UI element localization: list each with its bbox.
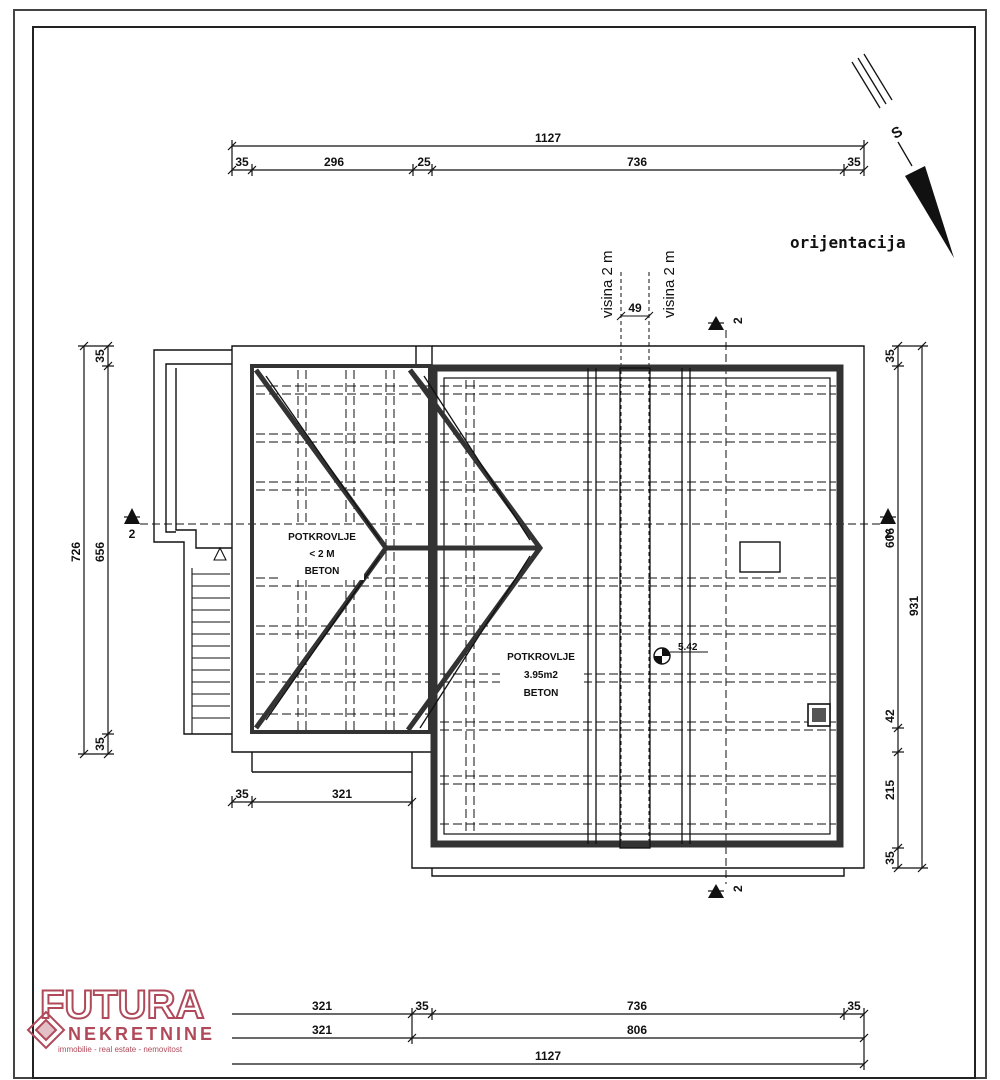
orientation-label: orijentacija [790, 233, 906, 252]
bottom-row1-segment-2: 35 [415, 999, 429, 1013]
room-1-material: BETON [305, 566, 340, 577]
room-2-area: 3.95m2 [524, 670, 558, 681]
bottom-row2-segment-1: 321 [312, 1023, 332, 1037]
rafters-right [440, 385, 836, 825]
left-inner-dimension: 656 [93, 542, 107, 562]
north-arrow-icon [851, 53, 954, 258]
logo-tagline: immobilie - real estate - nemovitost [58, 1045, 183, 1054]
skylight [739, 541, 781, 573]
bottom-overall-dimension: 1127 [535, 1049, 561, 1063]
left-lower-dimension-chain [227, 796, 417, 808]
section-marker-right: 2 [880, 508, 896, 541]
right-dim-segment-2: 606 [883, 528, 897, 548]
section-marker-top: 2 [708, 316, 745, 330]
room-1-name: POTKROVLJE [288, 532, 356, 543]
left-outer-dimension: 726 [69, 542, 83, 562]
right-wing-outline [411, 345, 865, 877]
balcony-strip [153, 349, 232, 735]
top-dim-segment-1: 35 [235, 155, 249, 169]
left-lower-dim-b: 321 [332, 787, 352, 801]
right-dim-segment-5: 35 [883, 851, 897, 865]
hip-roof-left-inner [265, 375, 381, 721]
svg-text:2: 2 [731, 885, 745, 892]
height-label-right: visina 2 m [661, 250, 678, 318]
section-marker-bottom: 2 [708, 884, 745, 898]
purlins [297, 370, 475, 832]
logo-sub-text: NEKRETNINE [68, 1024, 215, 1044]
height-gap-value: 49 [628, 301, 642, 315]
elevation-value: 5.42 [678, 642, 698, 653]
right-dim-segment-4: 215 [883, 780, 897, 800]
top-dim-segment-4: 736 [627, 155, 647, 169]
left-dimension-chain [78, 341, 114, 759]
top-dim-segment-2: 296 [324, 155, 344, 169]
top-overall-dimension: 1127 [535, 131, 561, 145]
bottom-row1-segment-3: 736 [627, 999, 647, 1013]
elevation-marker-icon [653, 647, 708, 665]
room-2-name: POTKROVLJE [507, 652, 575, 663]
room-1-area: < 2 M [309, 549, 334, 560]
hip-roof-right-inner [419, 375, 531, 729]
left-lower-dim-a: 35 [235, 787, 249, 801]
bottom-row1-segment-1: 321 [312, 999, 332, 1013]
left-top-dimension: 35 [93, 349, 107, 363]
right-outer-dimension: 931 [907, 596, 921, 616]
rafters-left [256, 385, 428, 715]
logo-main-text: FUTURA [40, 983, 204, 1027]
left-bottom-dimension: 35 [93, 737, 107, 751]
svg-text:2: 2 [129, 527, 136, 541]
top-dim-segment-3: 25 [417, 155, 431, 169]
room-2-material: BETON [524, 688, 559, 699]
height-label-left: visina 2 m [599, 250, 616, 318]
height-gap-dimension [616, 311, 654, 321]
bottom-dimension-chain [232, 1008, 869, 1070]
bottom-row2-segment-2: 806 [627, 1023, 647, 1037]
futura-logo: FUTURA NEKRETNINE immobilie - real estat… [26, 982, 215, 1054]
inner-frame [32, 26, 976, 1079]
right-dim-segment-1: 35 [883, 349, 897, 363]
height-lines [620, 272, 650, 848]
right-dim-segment-3: 42 [883, 709, 897, 723]
north-letter: S [889, 123, 906, 143]
svg-text:2: 2 [885, 527, 892, 541]
right-dimension-chain [892, 341, 928, 873]
top-dim-segment-5: 35 [847, 155, 861, 169]
hip-roof-right [405, 368, 544, 732]
house-icon [26, 1010, 66, 1050]
bottom-row1-segment-4: 35 [847, 999, 861, 1013]
staircase [191, 546, 230, 734]
roof-beams [587, 367, 691, 849]
chimney-icon [807, 703, 831, 727]
top-dimension-chain [227, 140, 869, 176]
svg-text:2: 2 [731, 317, 745, 324]
right-wing-inner-line [443, 377, 831, 835]
section-marker-left: 2 [124, 508, 140, 541]
